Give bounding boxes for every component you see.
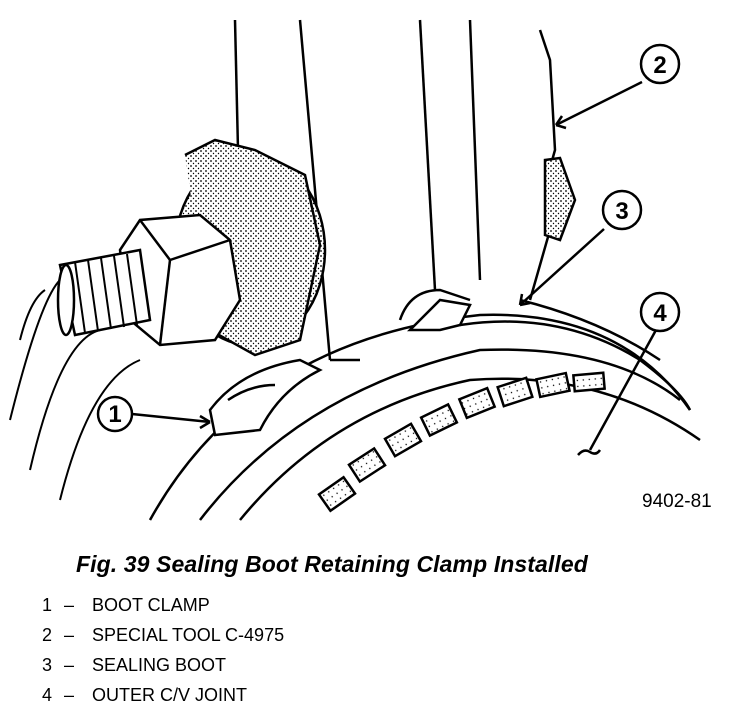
legend-number: 3 [42,654,53,675]
callout-3: 3 [601,189,643,231]
legend-separator: – [64,684,75,705]
callout-1: 1 [96,395,134,433]
figure-id: 9402-81 [642,491,712,512]
sealing-boot [459,298,692,411]
figure-caption: Fig. 39 Sealing Boot Retaining Clamp Ins… [76,551,588,577]
legend-number: 1 [42,594,53,615]
callout-3-label: 3 [615,198,628,225]
legend-separator: – [64,594,75,615]
legend-label: SPECIAL TOOL C-4975 [92,624,285,645]
callout-4-label: 4 [653,300,667,327]
legend-item: 4 – OUTER C/V JOINT [42,680,284,710]
callout-2-label: 2 [653,52,666,79]
legend-label: BOOT CLAMP [92,594,210,615]
legend-item: 1 – BOOT CLAMP [42,590,284,620]
legend-separator: – [64,624,75,645]
leader-lines [131,80,658,456]
legend-number: 4 [42,684,53,705]
boot-clamp [208,358,606,513]
legend: 1 – BOOT CLAMP 2 – SPECIAL TOOL C-4975 3… [42,590,284,710]
callout-2: 2 [639,43,681,85]
legend-item: 2 – SPECIAL TOOL C-4975 [42,620,284,650]
legend-label: SEALING BOOT [92,654,227,675]
legend-label: OUTER C/V JOINT [92,684,248,705]
callout-4: 4 [639,291,681,333]
shaft-outline [9,279,141,501]
legend-item: 3 – SEALING BOOT [42,650,284,680]
illustration: 1 2 3 4 [9,19,701,521]
legend-separator: – [64,654,75,675]
legend-number: 2 [42,624,53,645]
special-tool [233,19,577,362]
callout-1-label: 1 [108,401,121,428]
bolt-assembly [56,138,327,357]
